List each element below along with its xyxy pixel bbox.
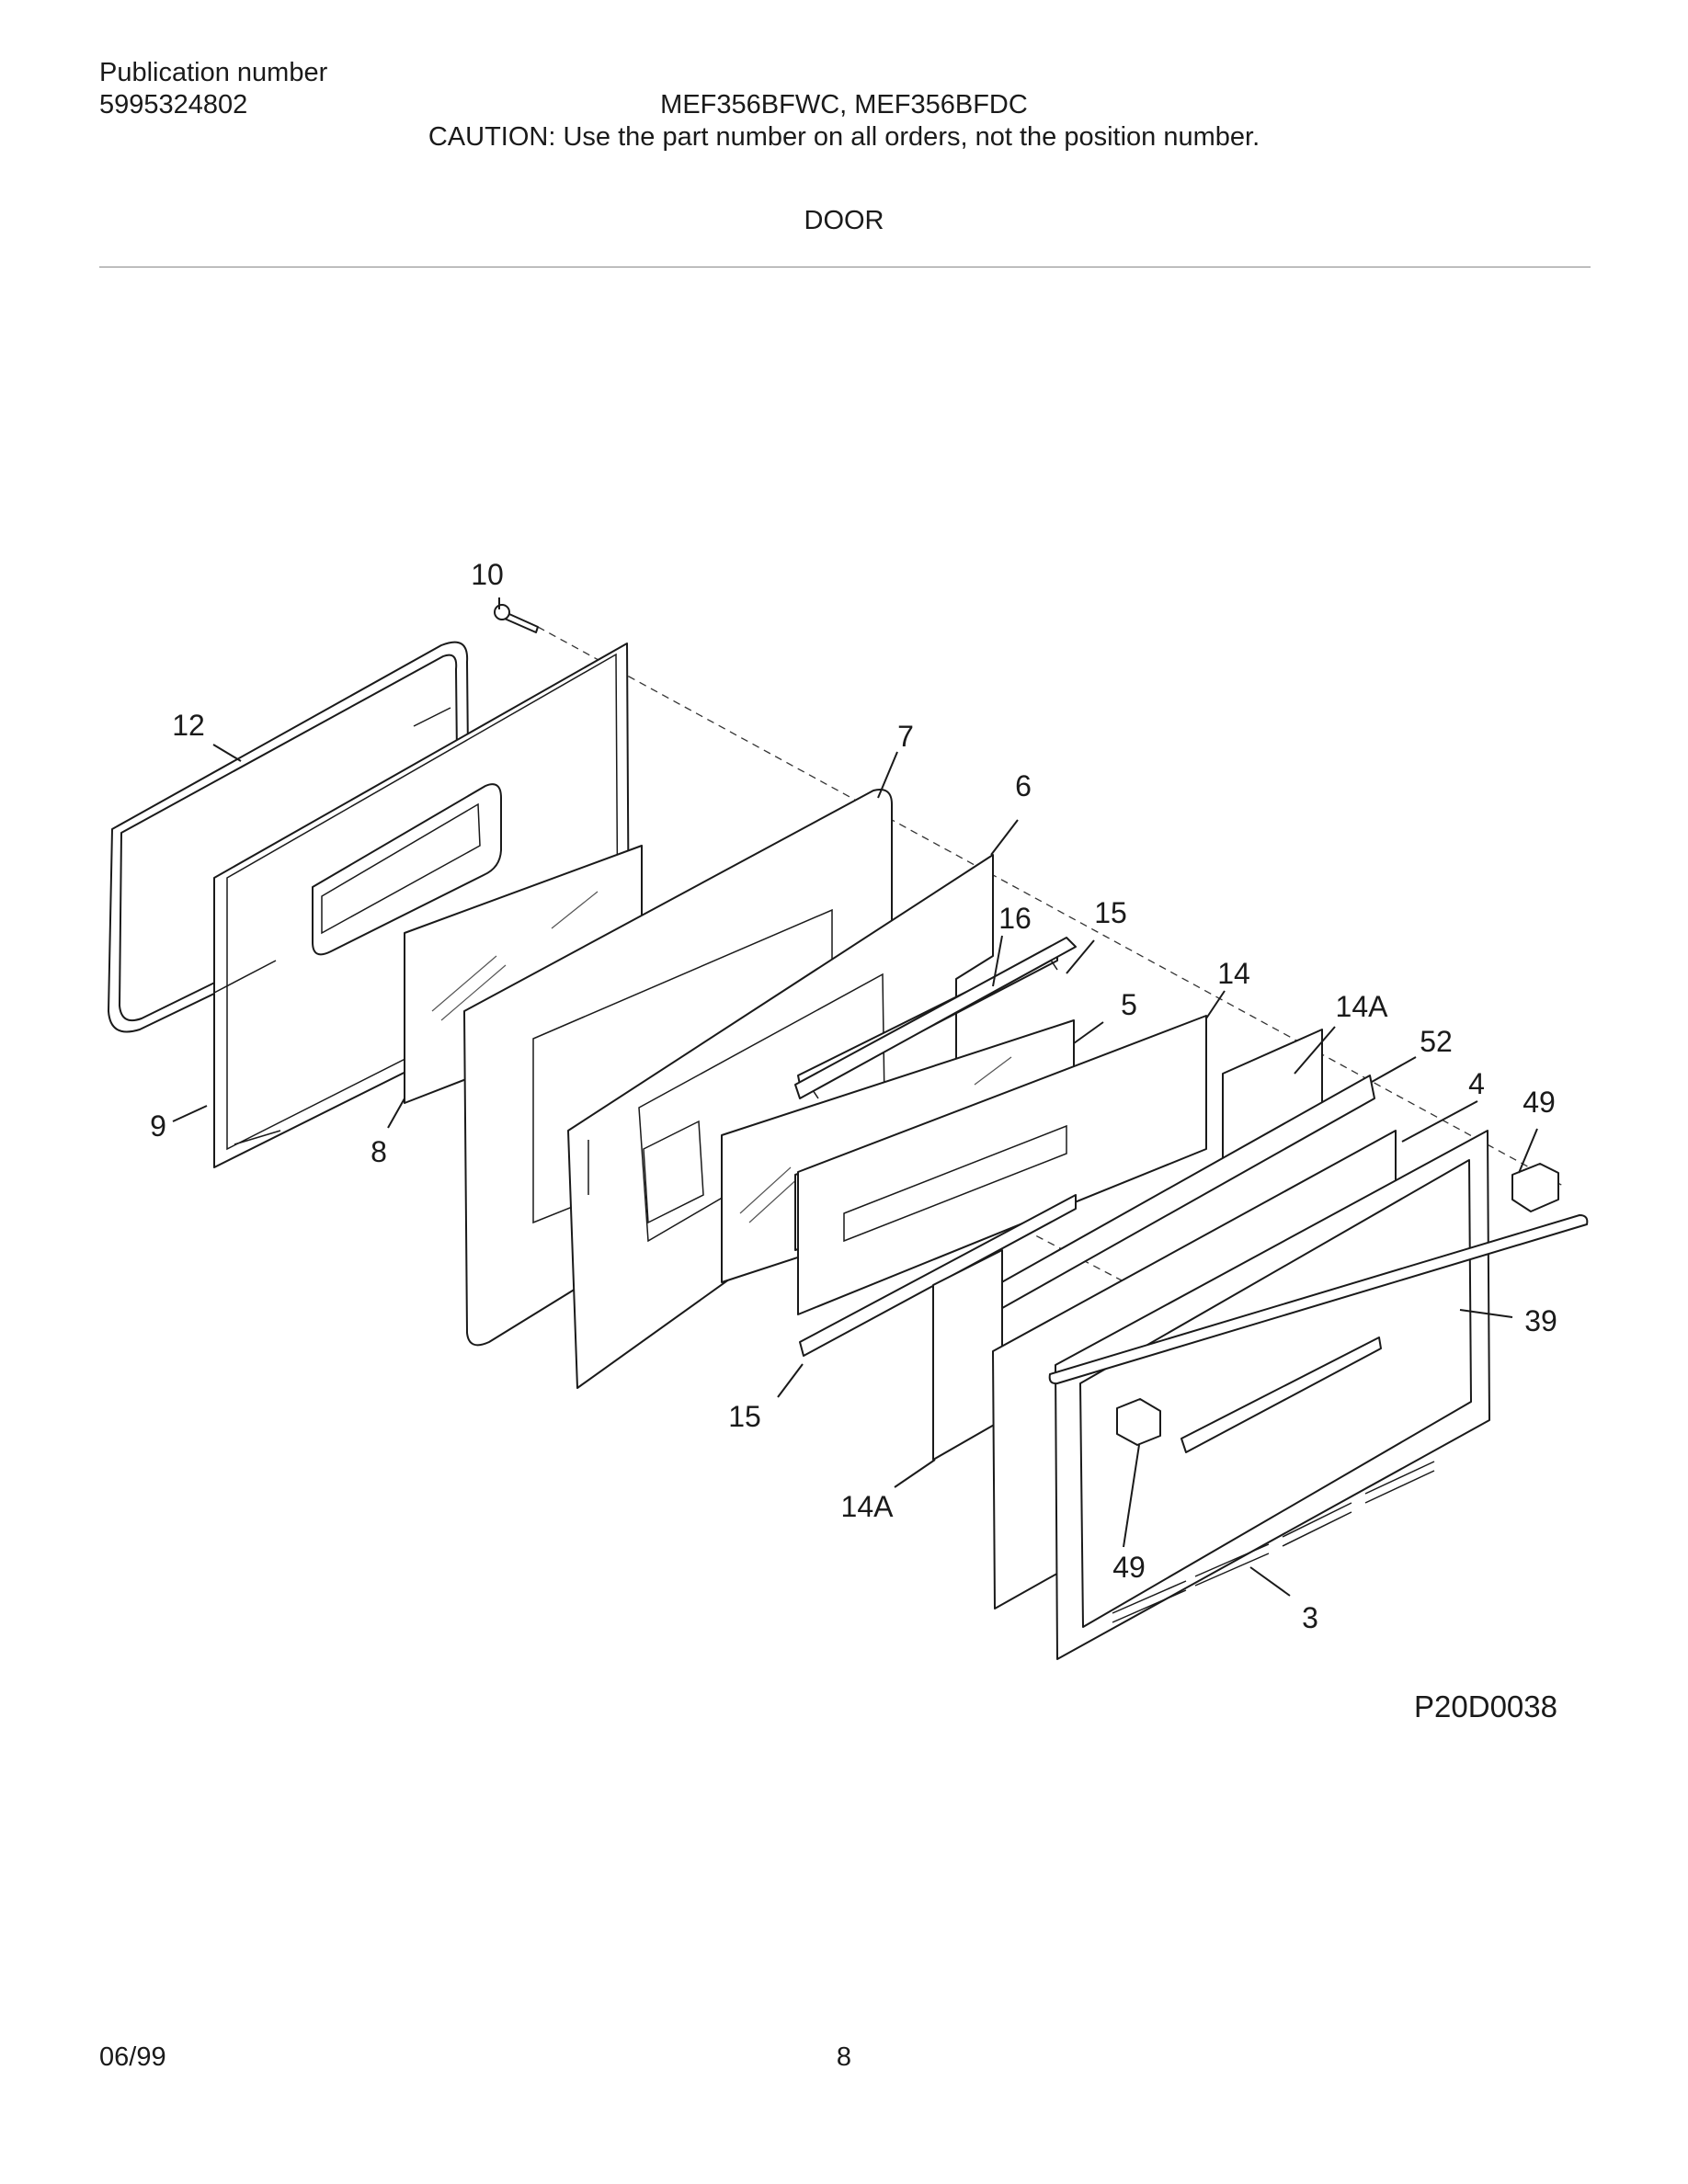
callout-5: 5 <box>1121 988 1137 1021</box>
diagram-code: P20D0038 <box>1414 1689 1557 1723</box>
alignment-dashed-lines <box>385 626 1564 1325</box>
callout-15-upper: 15 <box>1094 896 1127 929</box>
callout-14a-upper: 14A <box>1336 990 1389 1023</box>
callout-3: 3 <box>1302 1601 1318 1634</box>
callout-52: 52 <box>1420 1025 1453 1058</box>
callout-6: 6 <box>1015 769 1032 802</box>
part-spacer-block <box>1116 1163 1559 1446</box>
publication-label: Publication number <box>99 58 328 87</box>
callout-14a-lower: 14A <box>841 1490 895 1523</box>
callout-9: 9 <box>150 1109 166 1143</box>
part-trim-14a-lower <box>932 1249 1003 1461</box>
part-door-liner <box>213 643 630 1168</box>
callout-49-upper: 49 <box>1523 1086 1556 1119</box>
callout-labels: 10 12 9 8 7 6 16 15 5 14 14A 52 4 49 39 … <box>150 558 1557 1634</box>
part-door-handle <box>1048 1214 1589 1385</box>
revision-date: 06/99 <box>99 2042 166 2072</box>
caution-note: CAUTION: Use the part number on all orde… <box>428 122 1260 152</box>
page-number: 8 <box>836 2042 852 2072</box>
callout-7: 7 <box>897 720 914 753</box>
publication-number: 5995324802 <box>99 90 248 119</box>
part-panel-14 <box>797 1015 1207 1357</box>
callout-12: 12 <box>172 709 205 742</box>
callout-16: 16 <box>998 902 1032 935</box>
part-screw <box>494 604 539 633</box>
callout-39: 39 <box>1524 1304 1557 1337</box>
callout-4: 4 <box>1468 1067 1485 1100</box>
callout-15-lower: 15 <box>728 1400 761 1433</box>
part-channel-upper <box>794 937 1077 1099</box>
model-numbers: MEF356BFWC, MEF356BFDC <box>660 90 1028 119</box>
callout-14: 14 <box>1217 957 1250 990</box>
leader-lines <box>172 597 1538 1597</box>
callout-8: 8 <box>371 1135 387 1168</box>
callout-49-lower: 49 <box>1112 1551 1146 1584</box>
callout-10: 10 <box>471 558 504 591</box>
section-title: DOOR <box>804 206 884 235</box>
